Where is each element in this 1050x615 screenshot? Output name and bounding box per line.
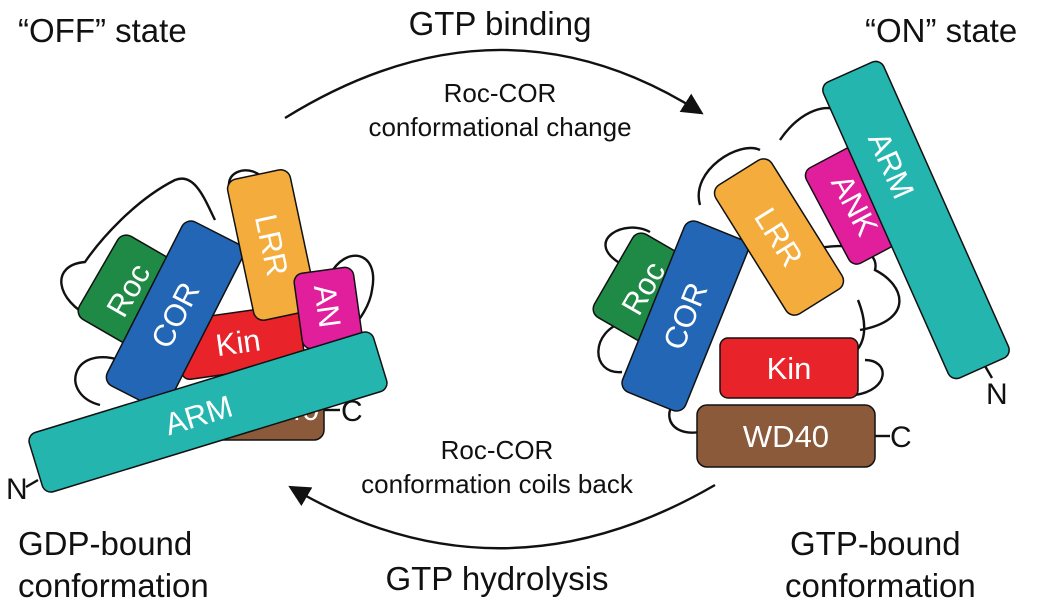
on-state-structure: Roc COR Kin WD40 C LRR ANK [592,60,1010,468]
svg-text:WD40: WD40 [743,419,829,454]
on-n-terminus-line [983,365,994,379]
forward-subtitle-line1: Roc-COR [444,78,557,108]
on-lrr-domain: LRR [713,158,845,316]
on-wd40-domain: WD40 [696,404,876,468]
gdp-bound-line1: GDP-bound [18,525,192,562]
gtp-binding-arrow [284,48,704,120]
on-n-terminus: N [986,378,1008,411]
on-state-heading: “ON” state [865,12,1017,49]
reverse-subtitle-line2: conformation coils back [361,469,634,499]
on-arm-domain: ARM [822,60,1010,380]
gtp-binding-title: GTP binding [409,5,592,42]
forward-subtitle-line2: conformational change [368,112,631,142]
off-ank-domain: AN [293,266,363,350]
on-linker-loops [597,106,901,434]
gtp-bound-line1: GTP-bound [790,525,961,562]
off-cor-domain: COR [105,220,245,410]
off-linker-loops [60,169,375,407]
gtp-bound-line2: conformation [785,567,976,604]
on-cor-domain: COR [621,220,749,412]
svg-text:Kin: Kin [767,351,812,386]
off-n-terminus: N [6,473,28,506]
off-state-structure: 40 C Roc Kin COR LRR AN [6,169,388,506]
svg-text:AN: AN [307,282,348,330]
off-c-terminus: C [341,395,363,428]
gtp-hydrolysis-arrow [288,483,716,550]
off-arm-domain: ARM [28,331,388,493]
off-roc-domain: Roc [77,234,179,346]
off-n-terminus-line [25,478,39,489]
gtp-hydrolysis-title: GTP hydrolysis [385,560,608,597]
reverse-subtitle-line1: Roc-COR [441,435,554,465]
off-state-heading: “OFF” state [18,12,187,49]
svg-text:Kin: Kin [213,322,262,363]
gdp-bound-line2: conformation [18,567,209,604]
on-c-terminus: C [890,421,912,454]
on-kin-domain: Kin [719,337,859,399]
